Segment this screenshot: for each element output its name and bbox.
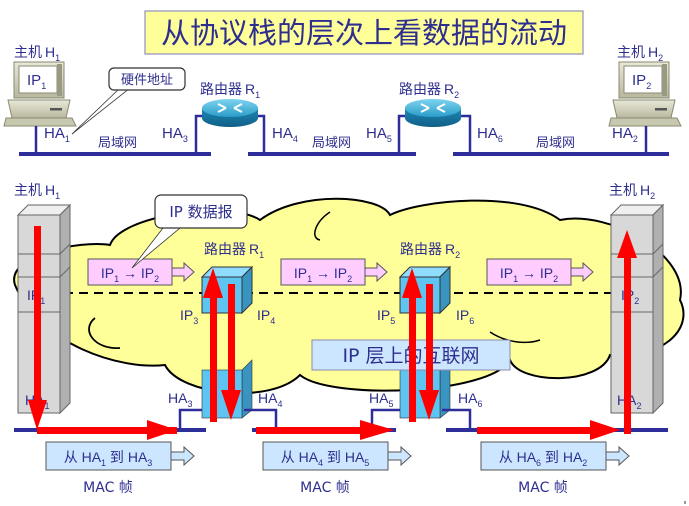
- arrow-head: [221, 390, 241, 420]
- flow-arrow-down: [34, 226, 41, 410]
- ha6-label: HA6: [458, 390, 482, 409]
- title-box: 从协议栈的层次上看数据的流动: [144, 10, 584, 55]
- svg-text:硬件地址: 硬件地址: [121, 73, 173, 88]
- flow-arrow-right: [256, 427, 366, 434]
- arrow-head: [617, 230, 637, 258]
- mac-frame-caption: MAC 帧: [300, 480, 350, 496]
- forward-arrow-icon: [570, 261, 594, 283]
- router-icon: [405, 99, 461, 127]
- mac-frame-caption: MAC 帧: [83, 480, 133, 496]
- forward-arrow-icon: [170, 445, 195, 467]
- ha5-label: HA5: [369, 390, 393, 409]
- data-flow-arrows: [28, 226, 637, 440]
- ha2-label: HA2: [612, 125, 638, 144]
- ip5-label: IP5: [377, 307, 395, 326]
- arrow-head: [590, 420, 620, 440]
- host-ip-label: IP1: [27, 72, 46, 91]
- arrow-head: [147, 420, 177, 440]
- ha3-label: HA3: [162, 125, 188, 144]
- arrow-head: [28, 400, 47, 430]
- ip6-label: IP6: [456, 307, 474, 326]
- ip-packets: IP1 → IP2 IP1 → IP2 IP1 → IP2: [87, 258, 594, 286]
- ha4-label: HA4: [258, 390, 282, 409]
- flow-arrow-right: [37, 427, 177, 434]
- flow-arrow-up: [624, 250, 631, 434]
- ha4-label: HA4: [272, 125, 298, 144]
- flow-arrow-right: [477, 427, 607, 434]
- arrow-head: [419, 390, 439, 420]
- arrow-head: [402, 268, 422, 298]
- page-marker: [684, 501, 686, 504]
- ha3-label: HA3: [168, 390, 192, 409]
- ip-packet: IP1 → IP2: [87, 258, 195, 286]
- router-icon: [202, 99, 258, 127]
- arrow-head: [360, 420, 394, 440]
- ip-packet-label: IP1 → IP2: [101, 265, 159, 284]
- forward-arrow-icon: [605, 445, 630, 467]
- ip3-label: IP3: [180, 307, 198, 326]
- mac-frame-label: 从 HA6 到 HA2: [499, 449, 588, 468]
- flow-arrow-down: [426, 284, 433, 394]
- forward-arrow-icon: [387, 445, 412, 467]
- mac-frame-label: 从 HA4 到 HA5: [281, 449, 370, 468]
- ip-packet: IP1 → IP2: [486, 258, 594, 286]
- lan-label: 局域网: [98, 136, 137, 151]
- arrow-head: [203, 268, 223, 298]
- ha6-label: HA6: [477, 125, 503, 144]
- ha5-label: HA5: [366, 125, 392, 144]
- ha1-label: HA1: [44, 125, 70, 144]
- flow-arrow-up: [409, 292, 416, 422]
- host-ip-label: IP2: [632, 72, 651, 91]
- lan-label: 局域网: [312, 136, 351, 151]
- ip-packet-label: IP1 → IP2: [294, 265, 352, 284]
- forward-arrow-icon: [171, 261, 195, 283]
- flow-arrow-down: [228, 284, 235, 394]
- mac-frame-label: 从 HA1 到 HA3: [64, 449, 153, 468]
- ip4-label: IP4: [257, 307, 275, 326]
- svg-text:IP 数据报: IP 数据报: [169, 203, 232, 221]
- forward-arrow-icon: [364, 261, 388, 283]
- ip-packet: IP1 → IP2: [280, 258, 388, 286]
- hardware-address-callout: 硬件地址: [71, 67, 186, 135]
- ip-packet-label: IP1 → IP2: [500, 265, 558, 284]
- ip-datagram-callout: IP 数据报: [131, 194, 248, 269]
- mac-frame-caption: MAC 帧: [518, 480, 568, 496]
- flow-arrow-up: [210, 292, 217, 422]
- host-label: 主机: [14, 45, 42, 61]
- page-title: 从协议栈的层次上看数据的流动: [161, 16, 567, 50]
- lan-label: 局域网: [536, 136, 575, 151]
